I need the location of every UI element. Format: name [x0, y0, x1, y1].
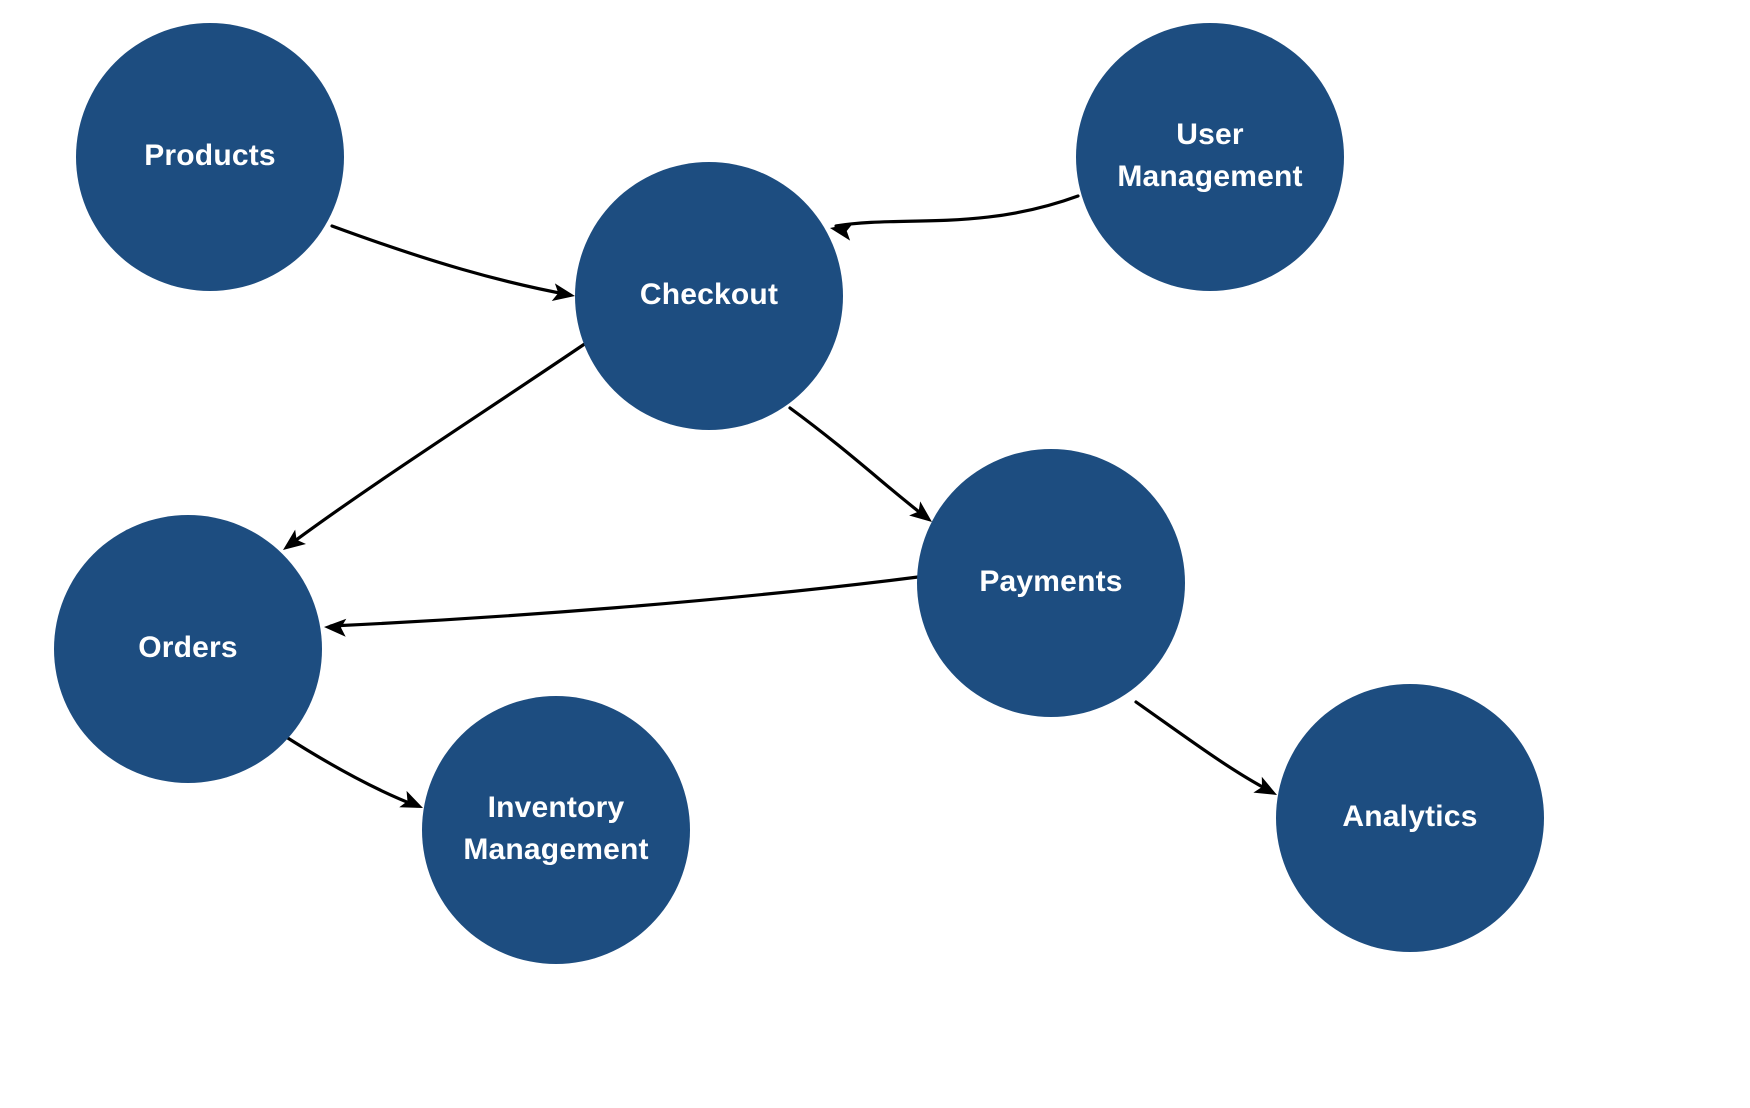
node-circle[interactable] [575, 162, 843, 430]
node-payments[interactable]: Payments [917, 449, 1185, 717]
edge-payments-orders [324, 575, 920, 637]
edge-line [329, 575, 920, 628]
node-circle[interactable] [1076, 23, 1344, 291]
node-circle[interactable] [422, 696, 690, 964]
edge-line [1134, 700, 1272, 793]
edges-layer [281, 194, 1277, 808]
node-circle[interactable] [917, 449, 1185, 717]
arrowhead-icon [551, 283, 575, 302]
node-circle[interactable] [76, 23, 344, 291]
node-products[interactable]: Products [76, 23, 344, 291]
edge-orders-inventory [281, 733, 423, 808]
node-orders[interactable]: Orders [54, 515, 322, 783]
edge-checkout-orders [283, 339, 591, 550]
edge-line [286, 339, 591, 548]
node-checkout[interactable]: Checkout [575, 162, 843, 430]
edge-line [281, 733, 419, 808]
arrowhead-icon [283, 529, 306, 550]
edge-payments-analytics [1134, 700, 1277, 795]
edge-line [834, 194, 1080, 228]
arrowhead-icon [1253, 776, 1277, 795]
arrowhead-icon [399, 790, 423, 808]
arrowhead-icon [909, 501, 932, 522]
edge-usermgmt-checkout [830, 194, 1080, 241]
edge-line [788, 406, 929, 520]
node-circle[interactable] [54, 515, 322, 783]
edge-checkout-payments [788, 406, 932, 522]
arrowhead-icon [324, 618, 347, 637]
arrowhead-icon [830, 222, 854, 241]
node-analytics[interactable]: Analytics [1276, 684, 1544, 952]
edge-line [330, 224, 572, 297]
edge-products-checkout [330, 224, 575, 302]
node-circle[interactable] [1276, 684, 1544, 952]
